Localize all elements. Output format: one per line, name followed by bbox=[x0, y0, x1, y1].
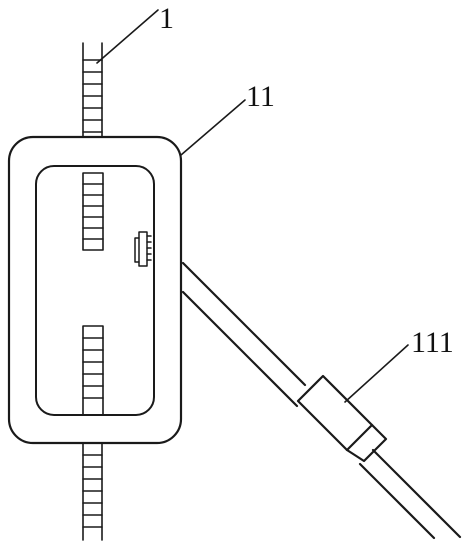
cable-connector bbox=[296, 374, 388, 463]
leader-housing bbox=[180, 99, 246, 156]
leader-connector bbox=[344, 344, 409, 403]
housing-window bbox=[35, 165, 155, 416]
leader-strip bbox=[96, 9, 159, 64]
toothed-strip-window-lower bbox=[82, 325, 104, 416]
toothed-strip-bottom bbox=[82, 442, 103, 541]
leader-lines bbox=[96, 9, 409, 403]
latch bbox=[134, 231, 152, 267]
label-connector: 111 bbox=[411, 326, 454, 359]
label-housing: 11 bbox=[246, 80, 275, 113]
cable bbox=[181, 261, 462, 540]
housing-outer bbox=[7, 135, 183, 445]
label-strip: 1 bbox=[159, 2, 174, 35]
toothed-strip-top bbox=[82, 42, 103, 138]
toothed-strip-window-upper bbox=[82, 172, 104, 251]
